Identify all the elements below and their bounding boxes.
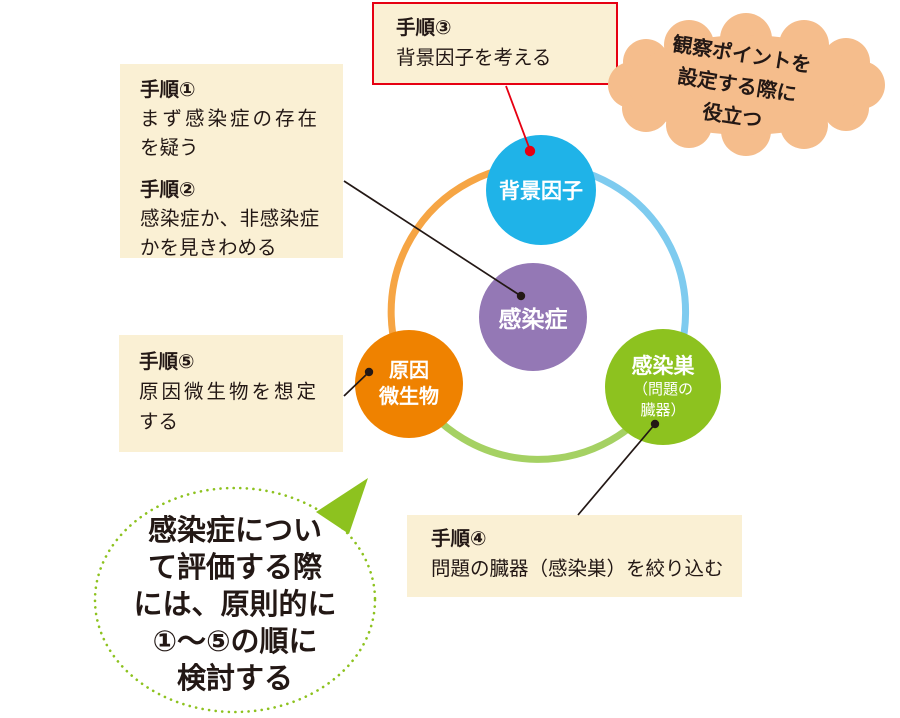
callout-step1-step2: 手順① まず感染症の存在 を疑う 手順② 感染症か、非感染症 かを見きわめる [120,64,343,259]
step4-title: 手順④ [431,528,487,550]
step2-body-line2: かを見きわめる [140,237,277,259]
step2-title: 手順② [140,179,196,201]
step3-title: 手順③ [396,17,452,39]
step5-body-line1: 原因微生物を想定 [139,381,320,403]
step1-title: 手順① [140,79,196,101]
step2-body-line1: 感染症か、非感染症 [140,208,320,230]
callout-step4: 手順④ 問題の臓器（感染巣）を絞り込む [407,515,742,597]
callout-step3: 手順③ 背景因子を考える [372,2,618,85]
step3-body: 背景因子を考える [396,47,552,69]
callout-step5: 手順⑤ 原因微生物を想定 する [119,335,343,452]
step5-title: 手順⑤ [139,351,195,373]
step4-body: 問題の臓器（感染巣）を絞り込む [431,558,724,580]
step1-body-line1: まず感染症の存在 [140,108,321,130]
step1-body-line2: を疑う [140,137,199,159]
step5-body-line2: する [139,411,179,433]
